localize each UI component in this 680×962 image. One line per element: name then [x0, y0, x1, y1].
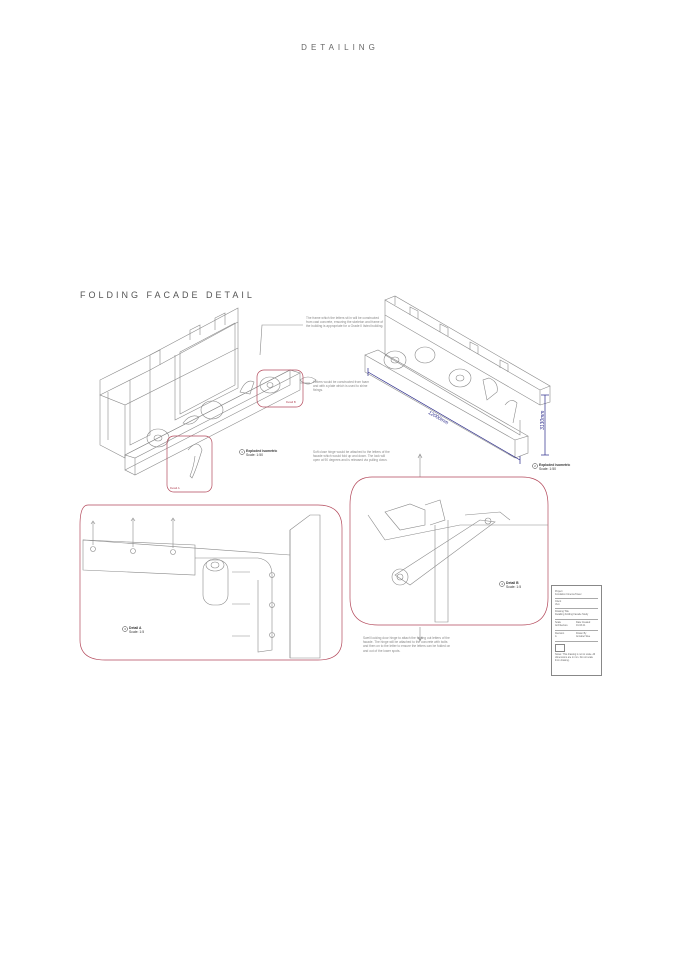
tb-row-13: Annabel Slee [576, 635, 591, 638]
callout-iso-left-scale: Scale: 1:50 [246, 453, 263, 457]
bubble-label-a: Detail A [170, 486, 180, 490]
detail-a-frame [79, 504, 343, 661]
tb-row-0: Project [555, 590, 563, 593]
page-heading: DETAILING [301, 43, 379, 52]
callout-detail-a: Detail A Scale: 1:5 [129, 626, 144, 634]
callout-circle-3 [122, 626, 128, 632]
detail-bubble-a [166, 435, 213, 493]
iso-right [364, 295, 551, 459]
callout-detail-a-title: Detail A [129, 626, 142, 630]
iso-left-panel [124, 369, 317, 479]
callout-circle-4 [499, 581, 505, 587]
tb-row-3: Vivo [555, 603, 560, 606]
callout-iso-left-num: 1 [241, 450, 243, 454]
tb-row-12: A [555, 635, 557, 638]
callout-iso-right-title: Exploded isometric [539, 463, 571, 467]
callout-detail-a-num: 3 [124, 627, 126, 631]
note-hinge-bottom: Swell locking door hinge to attach the f… [363, 636, 451, 653]
detail-b-drawing [367, 499, 548, 623]
callout-detail-b: Detail B Scale: 1:5 [506, 581, 521, 589]
detail-a-drawing [82, 514, 321, 659]
note-hinge-top: Soft close hinge would be attached to th… [313, 450, 390, 463]
leader-frame [259, 324, 303, 356]
tb-row-6: Scale [555, 621, 561, 624]
callout-iso-right-scale: Scale: 1:50 [539, 467, 556, 471]
callout-iso-right-num: 2 [534, 464, 536, 468]
tb-row-2: Client [555, 600, 562, 603]
callout-detail-b-num: 4 [501, 582, 503, 586]
note-letters: Letters would be constructed from foam a… [313, 380, 369, 393]
callout-detail-b-title: Detail B [506, 581, 519, 585]
callout-circle-2 [532, 463, 538, 469]
callout-iso-left-title: Exploded isometric [246, 449, 278, 453]
tb-row-7: Date Created [576, 621, 591, 624]
callout-iso-left: Exploded isometric Scale: 1:50 [246, 449, 277, 457]
tb-row-11: Drawn By [576, 632, 587, 635]
iso-left-frame [99, 307, 239, 459]
tb-row-4: Drawing Title [555, 610, 569, 613]
callout-detail-b-scale: Scale: 1:5 [506, 585, 522, 589]
tb-row-1: Fondation Cinema Tower [555, 593, 582, 596]
detail-b-frame [349, 476, 549, 626]
tb-row-5: Detailing Folding Facade Study [555, 613, 589, 616]
callout-iso-right: Exploded isometric Scale: 1:50 [539, 463, 570, 471]
tb-footer: Notes: This drawing is not to scale. All… [555, 653, 596, 662]
callout-detail-a-scale: Scale: 1:5 [129, 630, 145, 634]
note-frame: The frame which the letters sit in will … [306, 316, 384, 329]
section-title: FOLDING FACADE DETAIL [80, 290, 255, 300]
tb-row-10: Revision [555, 632, 565, 635]
title-block: Project Fondation Cinema Tower Client Vi… [551, 585, 602, 676]
bubble-label-b: Detail B [286, 400, 296, 404]
logo-mark [555, 644, 565, 652]
dimension-lines [367, 368, 549, 464]
tb-row-9: 01.03.21 [576, 624, 586, 627]
detail-bubble-b [256, 369, 304, 408]
dimension-height: 3130mm [540, 410, 546, 430]
tb-row-8: Architecture [555, 624, 568, 627]
callout-circle-1 [239, 449, 245, 455]
